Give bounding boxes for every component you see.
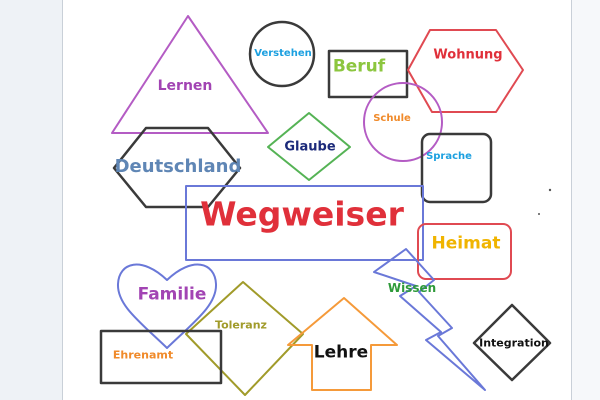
word-lehre: Lehre: [313, 342, 369, 363]
left-margin: [0, 0, 62, 400]
lehre-arrow: [287, 297, 398, 391]
word-schule: Schule: [373, 113, 411, 124]
word-verstehen: Verstehen: [254, 48, 312, 59]
right-border-line: [571, 0, 572, 400]
stray-dot: [548, 188, 552, 192]
word-glaube: Glaube: [284, 139, 336, 155]
verstehen-circle: [248, 20, 316, 88]
schule-circle: [363, 82, 443, 162]
integration-diamond: [472, 303, 552, 382]
stray-dot: [538, 213, 540, 215]
word-toleranz: Toleranz: [215, 318, 267, 332]
word-heimat: Heimat: [431, 233, 501, 254]
ehrenamt-rectangle: [99, 329, 223, 385]
word-familie: Familie: [137, 284, 207, 305]
word-wissen: Wissen: [387, 281, 437, 295]
word-wohnung: Wohnung: [433, 47, 503, 63]
beruf-rectangle: [327, 49, 409, 99]
word-deutschland: Deutschland: [114, 156, 242, 177]
glaube-diamond: [267, 112, 351, 181]
toleranz-diamond: [185, 281, 304, 396]
sprache-rounded-square: [420, 132, 493, 204]
word-beruf: Beruf: [332, 56, 386, 77]
word-ehrenamt: Ehrenamt: [112, 348, 174, 362]
right-margin: [572, 0, 600, 400]
wegweiser-rectangle: [185, 185, 424, 261]
deutschland-hexagon: [112, 126, 242, 209]
word-integration: Integration: [479, 336, 549, 350]
word-lernen: Lernen: [157, 78, 213, 94]
familie-heart: [116, 263, 218, 349]
lernen-triangle: [111, 15, 269, 134]
heimat-rounded-rectangle: [417, 223, 512, 280]
wissen-lightning-bolt: [373, 248, 486, 391]
left-border-line: [62, 0, 63, 400]
word-sprache: Sprache: [426, 151, 472, 162]
word-wegweiser: Wegweiser: [200, 194, 404, 234]
wohnung-hexagon: [407, 29, 524, 113]
